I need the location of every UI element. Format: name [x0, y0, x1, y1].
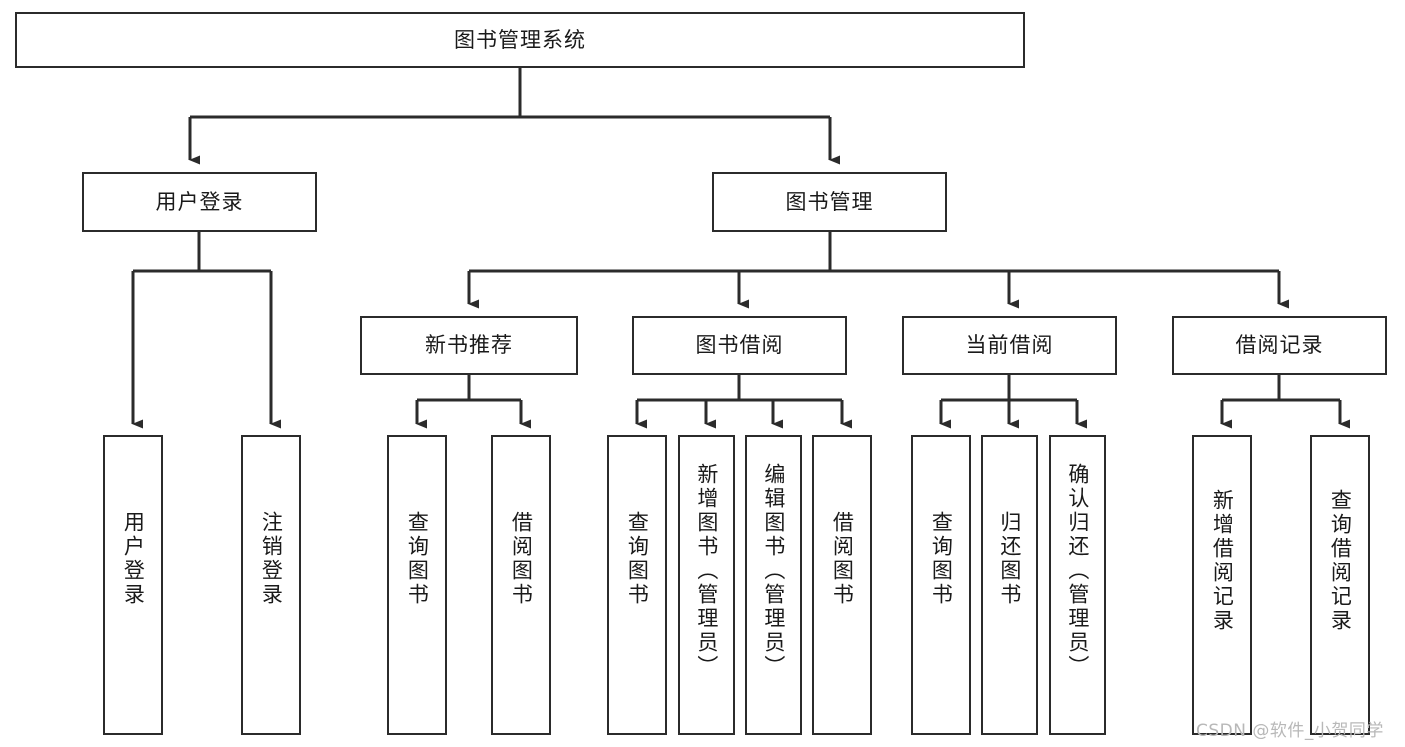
- node-label: 图书管理: [785, 189, 874, 214]
- node-current-borrow[interactable]: 当前借阅: [902, 316, 1117, 375]
- node-root-book-management-system[interactable]: 图书管理系统: [15, 12, 1025, 68]
- node-leaf-query-book-1[interactable]: 查询图书: [387, 435, 447, 735]
- node-label: 用户登录: [155, 189, 244, 214]
- node-leaf-return-book[interactable]: 归还图书: [981, 435, 1038, 735]
- node-leaf-borrow-book-1[interactable]: 借阅图书: [491, 435, 551, 735]
- node-borrow-record[interactable]: 借阅记录: [1172, 316, 1387, 375]
- csdn-watermark: CSDN @软件_小贺同学: [1196, 721, 1384, 741]
- node-leaf-add-record[interactable]: 新增借阅记录: [1192, 435, 1252, 735]
- node-leaf-query-record[interactable]: 查询借阅记录: [1310, 435, 1370, 735]
- node-label: 新增图书（管理员）: [694, 463, 719, 679]
- node-label: 新书推荐: [425, 333, 513, 358]
- node-new-book-recommend[interactable]: 新书推荐: [360, 316, 578, 375]
- node-leaf-edit-book[interactable]: 编辑图书（管理员）: [745, 435, 802, 735]
- node-label: 借阅图书: [830, 511, 855, 607]
- node-label: 新增借阅记录: [1210, 489, 1235, 633]
- node-leaf-user-login[interactable]: 用户登录: [103, 435, 163, 735]
- node-label: 查询图书: [929, 511, 954, 607]
- node-label: 借阅图书: [509, 511, 534, 607]
- node-label: 图书借阅: [695, 333, 784, 358]
- node-leaf-confirm-return[interactable]: 确认归还（管理员）: [1049, 435, 1106, 735]
- node-label: 当前借阅: [965, 333, 1054, 358]
- node-book-borrow[interactable]: 图书借阅: [632, 316, 847, 375]
- node-user-login[interactable]: 用户登录: [82, 172, 317, 232]
- node-label: 归还图书: [997, 511, 1022, 607]
- node-book-manage[interactable]: 图书管理: [712, 172, 947, 232]
- node-label: 确认归还（管理员）: [1065, 463, 1090, 679]
- node-label: 编辑图书（管理员）: [761, 463, 786, 679]
- node-label: 用户登录: [121, 511, 146, 607]
- node-label: 图书管理系统: [454, 27, 586, 52]
- node-label: 查询图书: [405, 511, 430, 607]
- node-label: 查询图书: [625, 511, 650, 607]
- node-label: 查询借阅记录: [1328, 489, 1353, 633]
- node-label: 借阅记录: [1235, 333, 1324, 358]
- node-leaf-add-book[interactable]: 新增图书（管理员）: [678, 435, 735, 735]
- node-leaf-query-book-2[interactable]: 查询图书: [607, 435, 667, 735]
- node-label: 注销登录: [259, 511, 284, 607]
- node-leaf-borrow-book-2[interactable]: 借阅图书: [812, 435, 872, 735]
- node-leaf-query-book-3[interactable]: 查询图书: [911, 435, 971, 735]
- node-leaf-logout-login[interactable]: 注销登录: [241, 435, 301, 735]
